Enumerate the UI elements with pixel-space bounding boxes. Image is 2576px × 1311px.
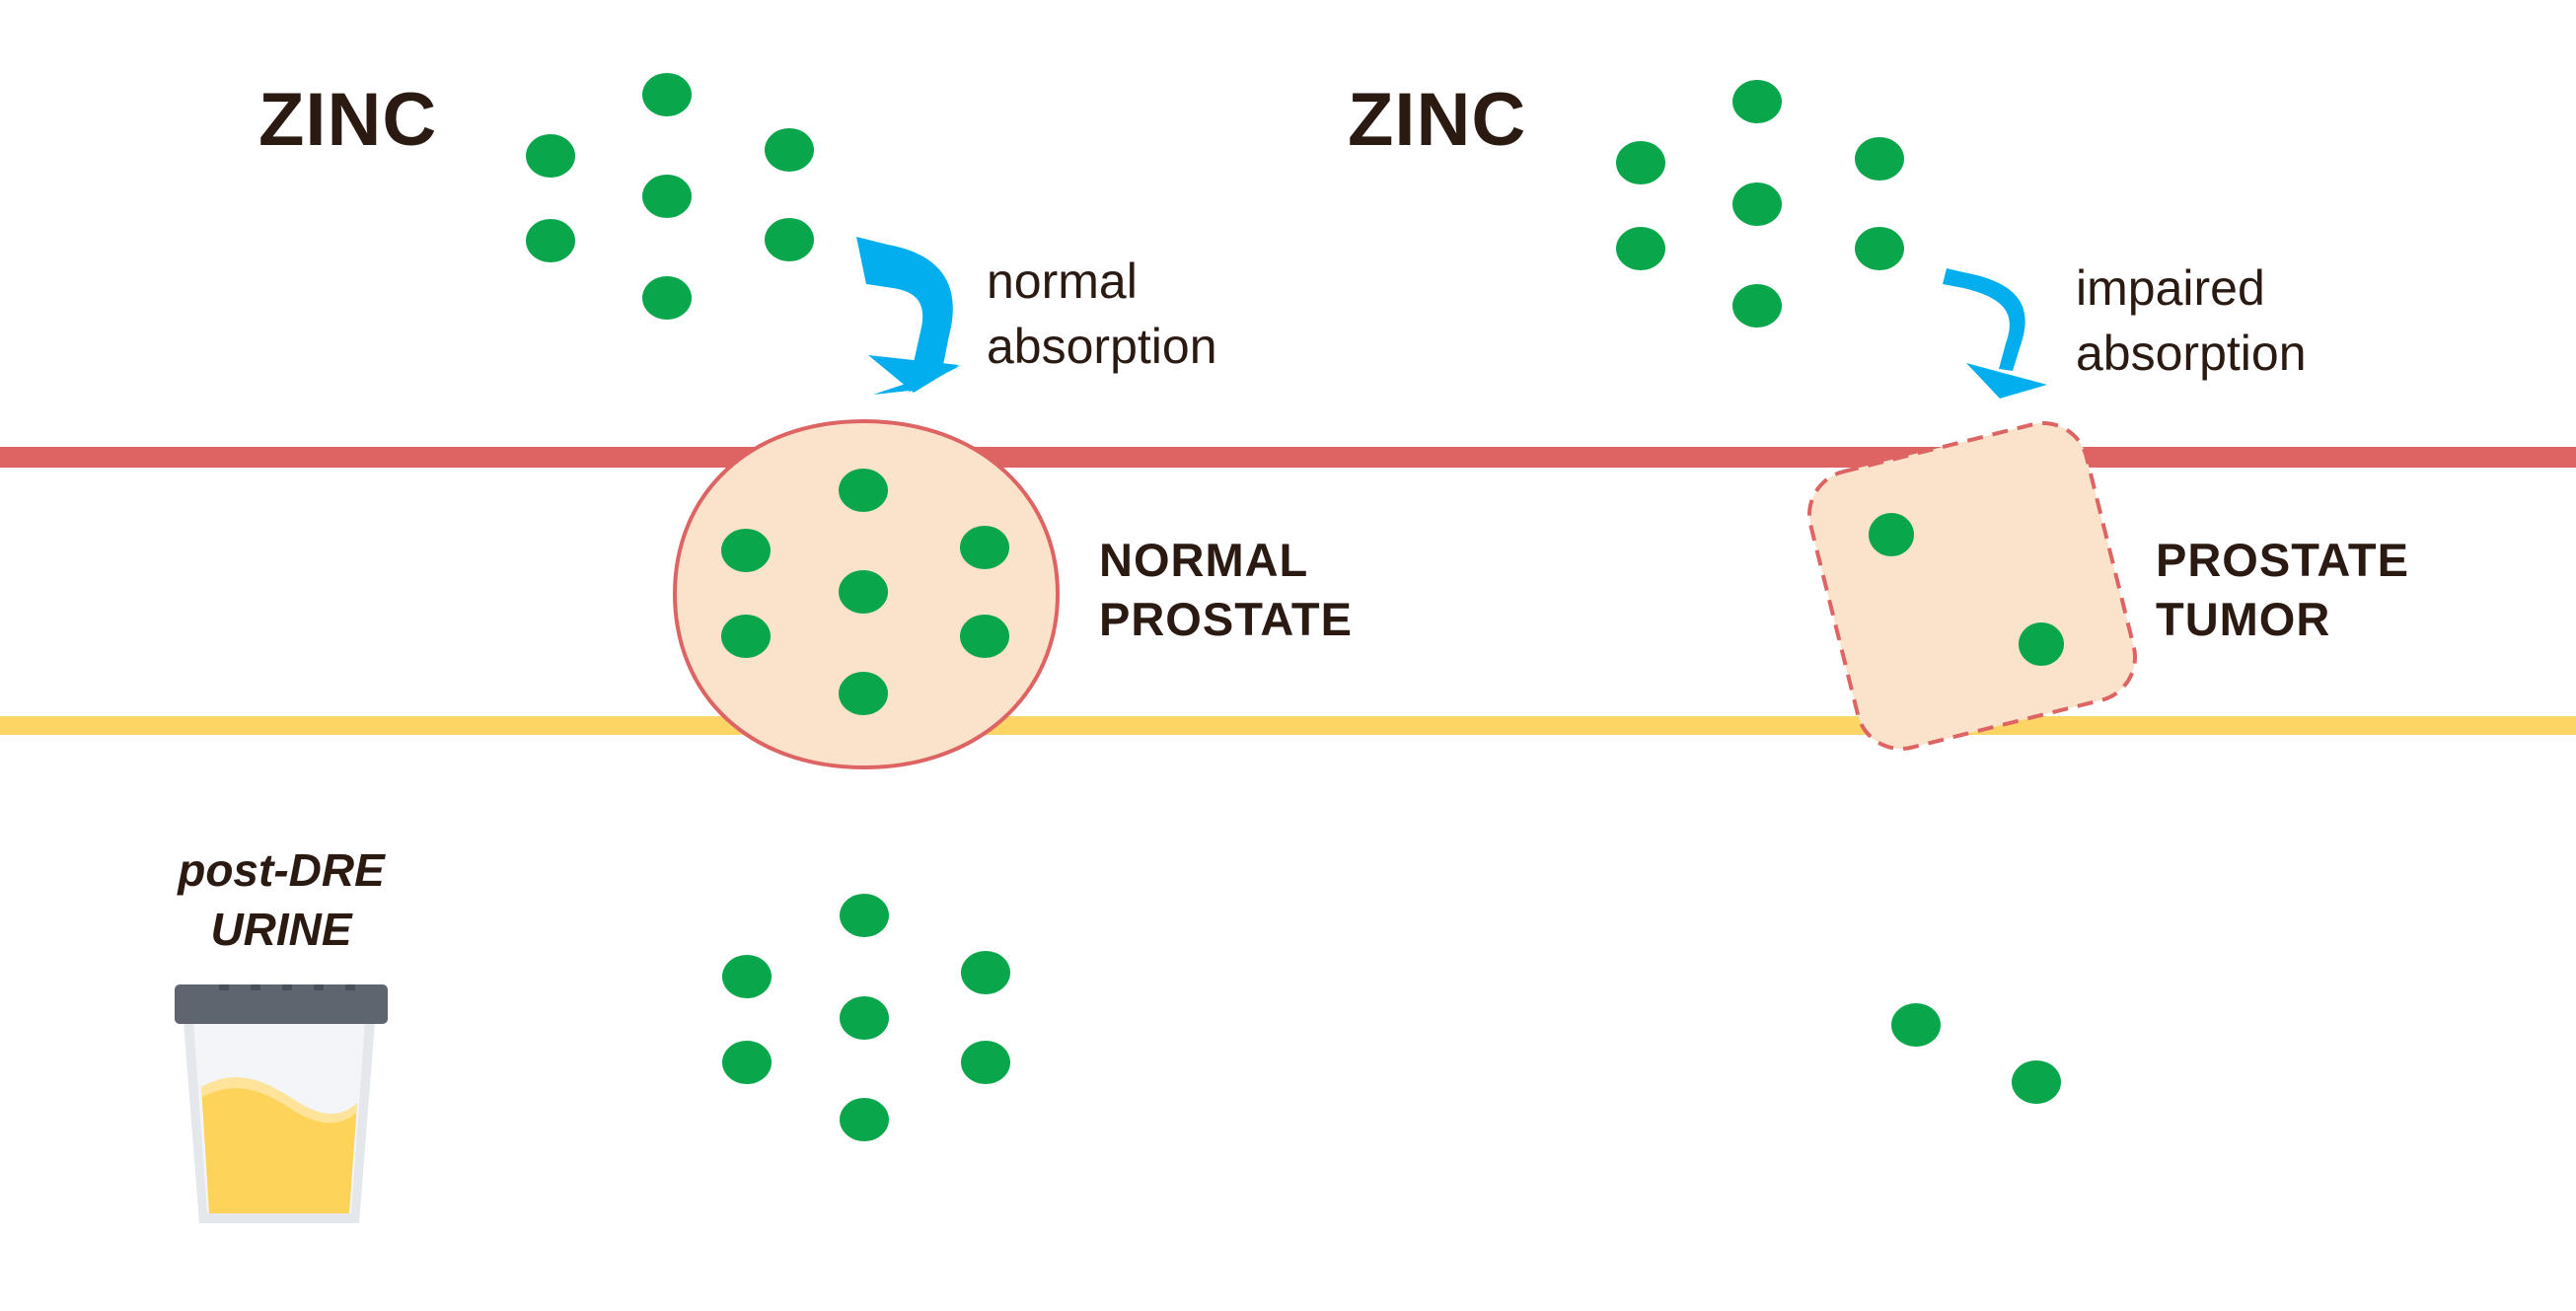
zinc-title-right: ZINC (1348, 78, 1527, 162)
normal-absorption-line1: normal (987, 254, 1138, 309)
zinc-dot (839, 570, 888, 614)
upper-membrane-line (0, 447, 2576, 468)
prostate-tumor-line1: PROSTATE (2156, 534, 2409, 586)
normal-prostate-label: NORMAL PROSTATE (1099, 531, 1353, 649)
zinc-dot (1855, 137, 1904, 181)
zinc-dot (840, 996, 889, 1040)
impaired-absorption-line2: absorption (2076, 326, 2307, 381)
zinc-dot (839, 672, 888, 715)
zinc-dot (526, 219, 575, 262)
post-dre-urine-label: post-DRE URINE (158, 840, 405, 959)
zinc-dot (526, 134, 575, 178)
normal-absorption-line2: absorption (987, 319, 1217, 374)
zinc-dot (1616, 227, 1665, 270)
zinc-dot (960, 526, 1009, 569)
impaired-absorption-line1: impaired (2076, 260, 2265, 316)
zinc-dot (2019, 622, 2064, 666)
zinc-dot (642, 175, 692, 218)
zinc-dot (1616, 141, 1665, 184)
zinc-dot (840, 894, 889, 937)
prostate-tumor-organ (1806, 420, 2138, 752)
normal-absorption-label: normal absorption (987, 249, 1217, 379)
urine-label-line1: post-DRE (178, 844, 385, 896)
zinc-dot (1732, 182, 1782, 226)
specimen-cup-icon (175, 984, 388, 1223)
zinc-dot (2012, 1060, 2061, 1104)
zinc-dot (1855, 227, 1904, 270)
tumor-zinc-dots (1869, 513, 2064, 666)
urine-label-line2: URINE (210, 904, 352, 955)
prostate-tumor-label: PROSTATE TUMOR (2156, 531, 2409, 649)
zinc-dot (722, 955, 772, 998)
prostate-tumor-line2: TUMOR (2156, 593, 2331, 645)
lower-membrane-line (0, 716, 2576, 735)
zinc-dot (840, 1098, 889, 1141)
zinc-dot (961, 1041, 1010, 1084)
prostate-tumor-outline (1806, 420, 2138, 752)
zinc-cluster-right-bottom (1891, 1003, 2061, 1104)
zinc-cluster-right-top (1616, 80, 1904, 328)
zinc-dot (1732, 284, 1782, 328)
zinc-dot (765, 128, 814, 172)
cup-lid (175, 984, 388, 1024)
zinc-dot (1869, 513, 1914, 556)
thin-curved-down-arrow-icon (1943, 268, 2047, 399)
zinc-dot (721, 529, 771, 572)
zinc-dot (961, 951, 1010, 994)
zinc-dot (1891, 1003, 1941, 1047)
zinc-dot (960, 615, 1009, 658)
impaired-absorption-label: impaired absorption (2076, 255, 2307, 386)
zinc-dot (765, 218, 814, 261)
curved-down-arrow-icon (856, 237, 962, 395)
zinc-title-left: ZINC (258, 78, 438, 162)
zinc-cluster-left-top (526, 73, 814, 320)
normal-prostate-line2: PROSTATE (1099, 593, 1353, 645)
zinc-dot (642, 276, 692, 320)
zinc-dot (721, 615, 771, 658)
zinc-dot (642, 73, 692, 116)
zinc-dot (839, 469, 888, 512)
normal-prostate-line1: NORMAL (1099, 534, 1309, 586)
zinc-cluster-left-bottom (722, 894, 1010, 1141)
zinc-dot (1732, 80, 1782, 123)
zinc-dot (722, 1041, 772, 1084)
normal-prostate-organ (672, 418, 1061, 770)
